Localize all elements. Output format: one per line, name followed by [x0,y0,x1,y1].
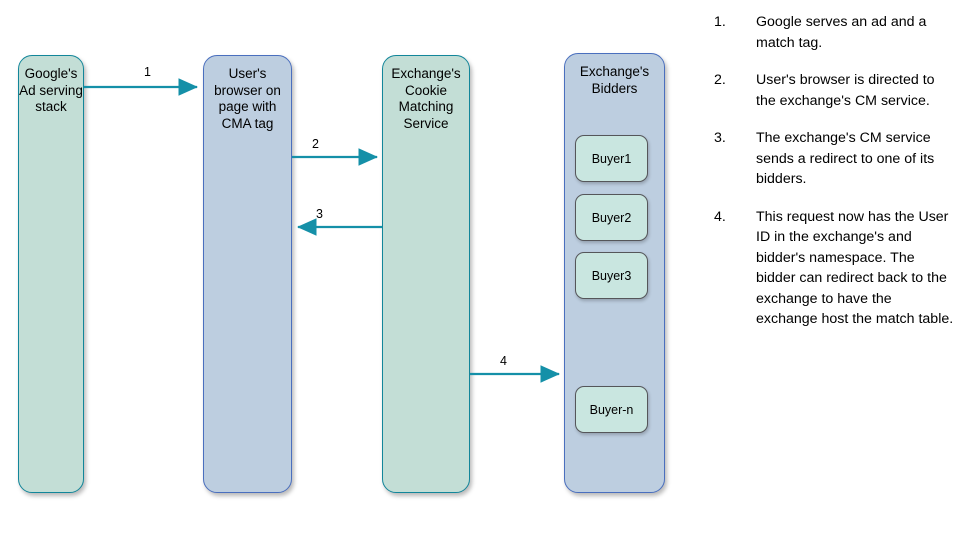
node-user-browser: User's browser on page with CMA tag [203,55,292,493]
buyer-label: Buyer2 [591,211,632,225]
buyer-chip-buyer-n: Buyer-n [575,386,648,433]
step-number: 4. [714,208,726,225]
step-item-4: 4. This request now has the User ID in t… [708,207,954,330]
buyer-label: Buyer3 [591,269,632,283]
step-text: This request now has the User ID in the … [756,208,954,328]
buyer-chip-buyer1: Buyer1 [575,135,648,182]
node-label: User's browser on page with CMA tag [214,66,281,131]
arrow-2-label: 2 [312,137,319,151]
arrow-3-label: 3 [316,207,323,221]
buyer-chip-buyer3: Buyer3 [575,252,648,299]
node-google-ad-serving-stack: Google's Ad serving stack [18,55,84,493]
node-exchange-cookie-matching-service: Exchange's Cookie Matching Service [382,55,470,493]
step-text: User's browser is directed to the exchan… [756,72,935,109]
node-label: Google's Ad serving stack [19,66,83,114]
arrow-1-label: 1 [144,65,151,79]
node-label: Exchange's Cookie Matching Service [391,66,461,131]
step-number: 2. [714,72,726,88]
step-item-3: 3. The exchange's CM service sends a red… [708,128,954,190]
node-label: Exchange's Bidders [579,64,650,96]
buyer-label: Buyer1 [591,152,632,166]
step-item-2: 2. User's browser is directed to the exc… [708,70,954,111]
step-text: The exchange's CM service sends a redire… [756,130,935,187]
buyer-chip-buyer2: Buyer2 [575,194,648,241]
steps-list: 1. Google serves an ad and a match tag. … [708,12,954,347]
buyer-label: Buyer-n [589,403,634,417]
arrow-4-label: 4 [500,354,507,368]
step-item-1: 1. Google serves an ad and a match tag. [708,12,954,53]
step-text: Google serves an ad and a match tag. [756,14,927,51]
step-number: 3. [714,130,726,146]
step-number: 1. [714,14,726,30]
